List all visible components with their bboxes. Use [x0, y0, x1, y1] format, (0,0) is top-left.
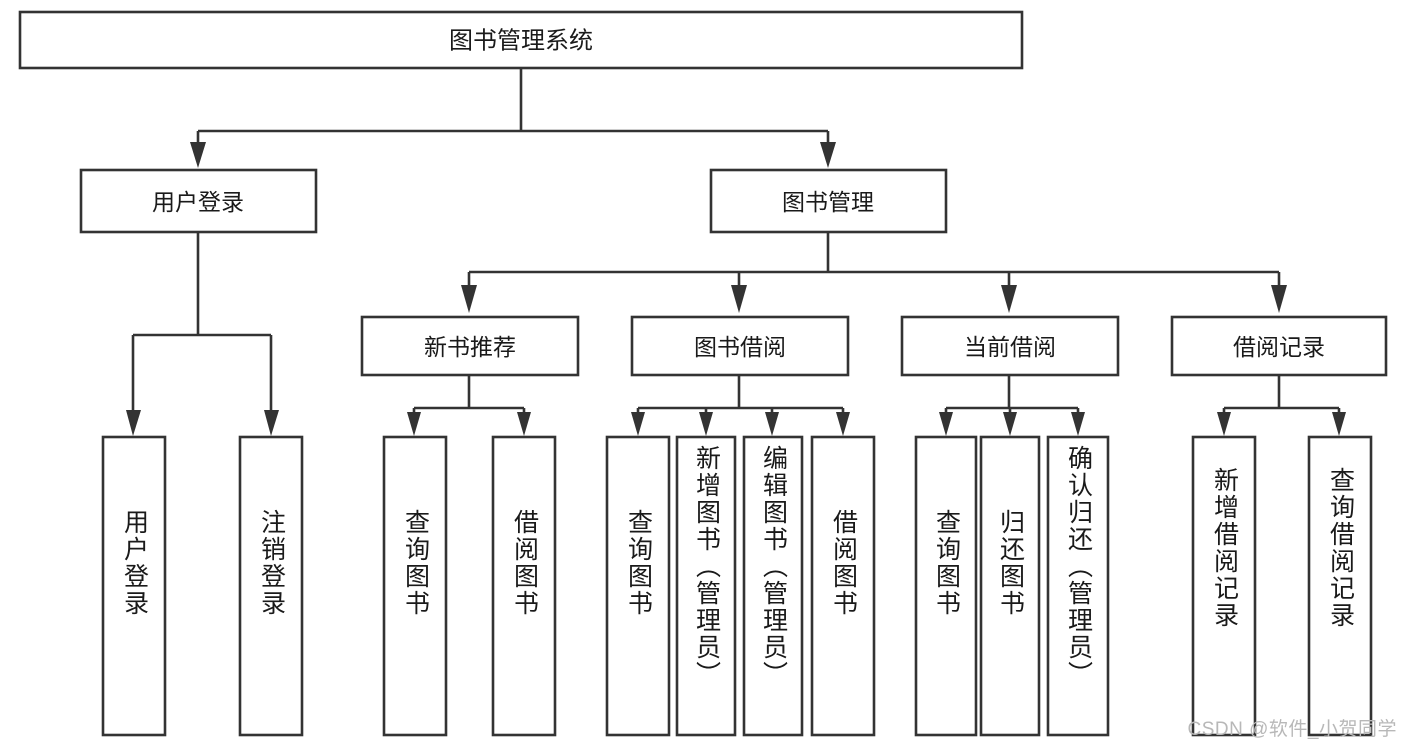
connector-group-borrow-record: [1217, 375, 1346, 436]
connector-group-current-borrow: [939, 375, 1085, 436]
node-user-login[interactable]: 用户登录: [79, 168, 318, 234]
arrow-head-cb-return: [1003, 412, 1017, 436]
leaf-group-book-borrow: [605, 435, 876, 737]
leaf-box-logout[interactable]: [238, 435, 304, 737]
node-root-title[interactable]: 图书管理系统: [18, 10, 1024, 70]
watermark-text: CSDN @软件_小贺同学: [1187, 719, 1397, 740]
leaf-box-br-add-record[interactable]: [1191, 435, 1257, 737]
node-book-borrow[interactable]: 图书借阅: [630, 315, 850, 377]
arrow-head-br-query: [1332, 412, 1346, 436]
node-box-book-borrow[interactable]: [630, 315, 850, 377]
arrow-head-bb-add: [699, 412, 713, 436]
connector-group-book-mgmt: [461, 232, 1287, 313]
node-label-current-borrow: 当前借阅: [964, 334, 1056, 360]
leaf-box-user-login[interactable]: [101, 435, 167, 737]
leaf-group-borrow-record: [1191, 435, 1373, 737]
node-box-user-login[interactable]: [79, 168, 318, 234]
arrow-head-leaf-user-login: [126, 410, 141, 436]
leaf-group-user-login: [101, 435, 304, 737]
node-box-current-borrow[interactable]: [900, 315, 1120, 377]
node-box-root[interactable]: [18, 10, 1024, 70]
arrow-head-br-add: [1217, 412, 1231, 436]
node-borrow-record[interactable]: 借阅记录: [1170, 315, 1388, 377]
node-box-book-management[interactable]: [709, 168, 948, 234]
leaf-group-new-book-recommend: [382, 435, 557, 737]
leaf-box-nb-query-book[interactable]: [382, 435, 448, 737]
node-label-book-management: 图书管理: [782, 189, 874, 215]
leaf-box-br-query-record[interactable]: [1307, 435, 1373, 737]
node-box-borrow-record[interactable]: [1170, 315, 1388, 377]
arrow-head-borrow-record: [1271, 285, 1287, 313]
leaf-box-bb-edit-book[interactable]: [742, 435, 804, 737]
arrow-head-new-book: [461, 285, 477, 313]
connector-group-root: [190, 68, 836, 168]
arrow-head-book-borrow: [731, 285, 747, 313]
leaf-box-bb-borrow-book[interactable]: [810, 435, 876, 737]
node-new-book-recommend[interactable]: 新书推荐: [360, 315, 580, 377]
node-label-root: 图书管理系统: [449, 28, 593, 55]
arrow-head-leaf-logout: [264, 410, 279, 436]
arrow-head-current-borrow: [1001, 285, 1017, 313]
arrow-head-nb-query: [407, 412, 421, 436]
leaf-box-bb-add-book[interactable]: [675, 435, 737, 737]
leaf-box-cb-return-book[interactable]: [979, 435, 1041, 737]
node-book-management[interactable]: 图书管理: [709, 168, 948, 234]
arrow-head-cb-confirm: [1071, 412, 1085, 436]
connector-group-user-login: [126, 232, 279, 436]
node-label-book-borrow: 图书借阅: [694, 334, 786, 360]
connector-group-book-borrow: [631, 375, 850, 436]
arrow-head-user-login: [190, 142, 206, 168]
node-label-new-book-recommend: 新书推荐: [424, 334, 516, 360]
arrow-head-bb-edit: [765, 412, 779, 436]
node-current-borrow[interactable]: 当前借阅: [900, 315, 1120, 377]
node-label-borrow-record: 借阅记录: [1233, 334, 1325, 360]
leaf-group-current-borrow: [914, 435, 1110, 737]
arrow-head-bb-query: [631, 412, 645, 436]
leaf-box-cb-confirm-return[interactable]: [1046, 435, 1110, 737]
arrow-head-book-mgmt: [820, 142, 836, 168]
leaf-box-bb-query-book[interactable]: [605, 435, 671, 737]
arrow-head-nb-borrow: [517, 412, 531, 436]
node-box-new-book-recommend[interactable]: [360, 315, 580, 377]
node-label-user-login: 用户登录: [152, 189, 244, 215]
arrow-head-cb-query: [939, 412, 953, 436]
leaf-box-nb-borrow-book[interactable]: [491, 435, 557, 737]
arrow-head-bb-borrow: [836, 412, 850, 436]
leaf-box-cb-query-book[interactable]: [914, 435, 978, 737]
connector-group-new-book: [407, 375, 531, 436]
